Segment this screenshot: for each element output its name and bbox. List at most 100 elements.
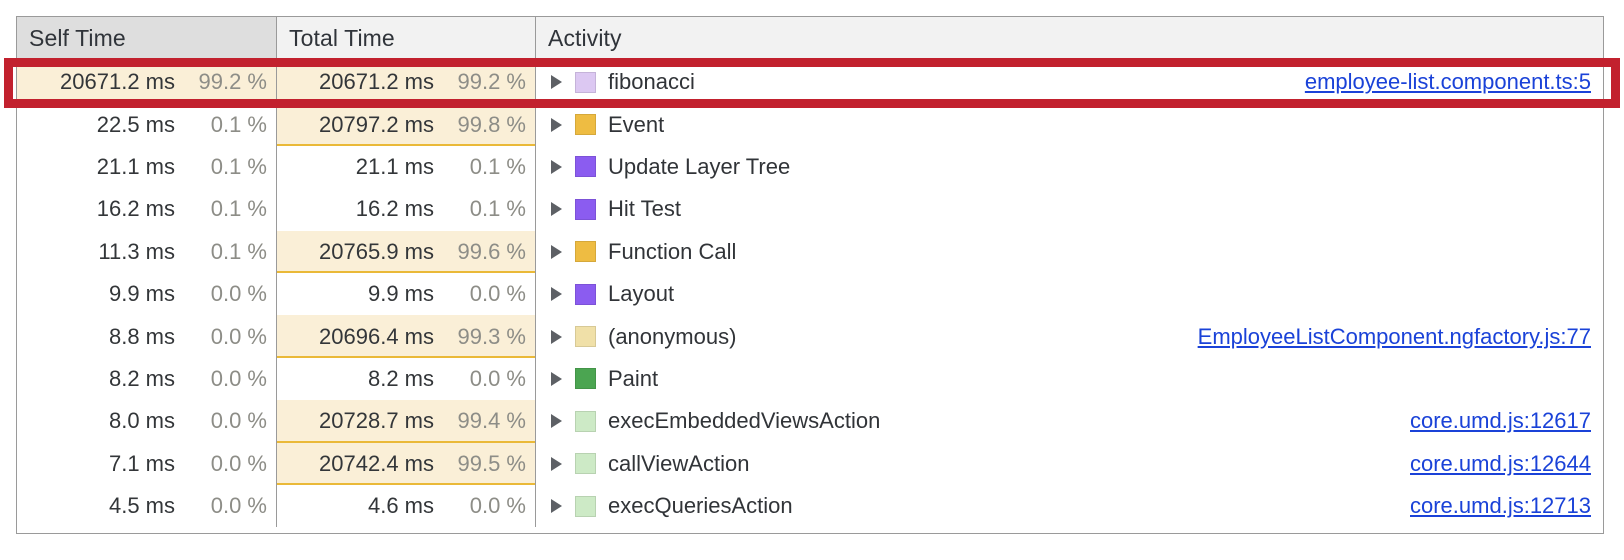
table-row[interactable]: 8.8 ms 0.0 % 20696.4 ms 99.3 % (anonymous) Em… [17,315,1603,358]
cell-activity: Layout [536,273,1603,315]
expand-triangle-icon[interactable] [547,411,567,431]
self-time-value: 7.1 ms [108,450,175,476]
expand-triangle-icon[interactable] [547,284,567,304]
self-time-value: 8.0 ms [108,408,175,434]
cell-self-time: 9.9 ms 0.0 % [17,272,277,316]
source-location-link[interactable]: EmployeeListComponent.ngfactory.js:77 [1197,323,1591,349]
self-time-percent: 0.1 % [210,111,267,137]
source-location-link[interactable]: employee-list.component.ts:5 [1304,69,1591,95]
self-time-value: 20671.2 ms [60,69,175,95]
activity-label: execEmbeddedViewsAction [608,408,881,434]
expand-triangle-icon[interactable] [547,369,567,389]
expand-triangle-icon[interactable] [547,72,567,92]
self-time-percent: 0.0 % [210,365,267,391]
activity-color-swatch-icon [575,241,596,263]
bottom-up-tree-table: Self Time Total Time Activity 20671.2 ms… [16,16,1604,534]
self-time-percent: 0.0 % [210,450,267,476]
self-time-percent: 0.0 % [210,281,267,307]
total-time-value: 20742.4 ms [319,450,434,476]
column-header-total-time[interactable]: Total Time [277,17,536,60]
activity-label: Hit Test [608,196,681,222]
column-header-self-time[interactable]: Self Time [17,17,277,60]
self-time-percent: 0.1 % [210,153,267,179]
expand-triangle-icon[interactable] [547,454,567,474]
cell-activity: fibonacci employee-list.component.ts:5 [536,61,1603,103]
activity-label: callViewAction [608,450,750,476]
activity-color-swatch-icon [575,453,596,475]
cell-activity: Paint [536,358,1603,400]
cell-total-time: 4.6 ms 0.0 % [277,484,536,528]
total-time-percent: 0.0 % [469,365,526,391]
total-time-percent: 0.0 % [469,281,526,307]
activity-color-swatch-icon [575,71,596,93]
self-time-value: 4.5 ms [108,493,175,519]
table-header-row: Self Time Total Time Activity [17,17,1603,61]
activity-label: Paint [608,365,659,391]
total-time-percent: 99.6 % [457,238,527,264]
source-location-link[interactable]: core.umd.js:12644 [1410,450,1591,476]
cell-self-time: 8.0 ms 0.0 % [17,400,277,443]
expand-triangle-icon[interactable] [547,199,567,219]
activity-color-swatch-icon [575,495,596,517]
self-time-percent: 0.1 % [210,238,267,264]
cell-activity: (anonymous) EmployeeListComponent.ngfacto… [536,315,1603,357]
total-time-percent: 99.5 % [457,450,527,476]
expand-triangle-icon[interactable] [547,496,567,516]
total-time-percent: 99.3 % [457,323,527,349]
self-time-percent: 99.2 % [198,69,268,95]
activity-color-swatch-icon [575,114,596,136]
activity-label: Update Layer Tree [608,153,791,179]
self-time-percent: 0.0 % [210,323,267,349]
cell-self-time: 21.1 ms 0.1 % [17,145,277,189]
total-time-percent: 0.0 % [469,493,526,519]
cell-self-time: 11.3 ms 0.1 % [17,230,277,273]
self-time-percent: 0.1 % [210,196,267,222]
activity-label: Function Call [608,238,737,264]
expand-triangle-icon[interactable] [547,327,567,347]
activity-label: (anonymous) [608,323,737,349]
cell-activity: Function Call [536,231,1603,273]
column-header-activity[interactable]: Activity [536,17,1603,60]
expand-triangle-icon[interactable] [547,157,567,177]
source-location-link[interactable]: core.umd.js:12713 [1410,493,1591,519]
activity-color-swatch-icon [575,326,596,348]
total-time-value: 4.6 ms [367,493,434,519]
cell-self-time: 7.1 ms 0.0 % [17,442,277,485]
self-time-value: 9.9 ms [108,281,175,307]
activity-label: Event [608,111,665,137]
total-time-percent: 99.8 % [457,111,527,137]
self-time-value: 11.3 ms [98,238,175,264]
expand-triangle-icon[interactable] [547,242,567,262]
self-time-value: 8.8 ms [108,323,175,349]
activity-label: fibonacci [608,69,695,95]
source-location-link[interactable]: core.umd.js:12617 [1410,408,1591,434]
table-row[interactable]: 7.1 ms 0.0 % 20742.4 ms 99.5 % callViewActio… [17,442,1603,485]
expand-triangle-icon[interactable] [547,115,567,135]
self-time-percent: 0.0 % [210,493,267,519]
cell-self-time: 8.8 ms 0.0 % [17,315,277,358]
cell-total-time: 20742.4 ms 99.5 % [277,442,536,485]
self-time-value: 21.1 ms [96,153,175,179]
self-time-percent: 0.0 % [210,408,267,434]
total-time-value: 20696.4 ms [319,323,434,349]
activity-label: Layout [608,281,675,307]
